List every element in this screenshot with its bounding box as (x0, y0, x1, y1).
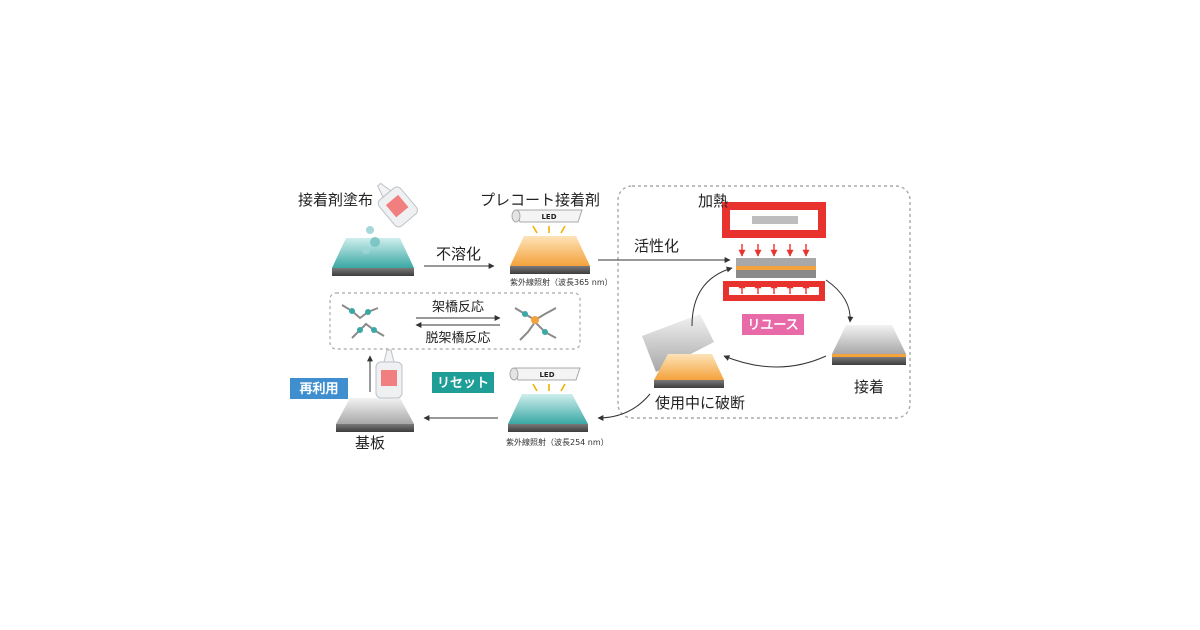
reset-tag (432, 372, 494, 393)
label-decrosslink: 脱架橋反応 (425, 331, 490, 346)
broken-plate (642, 314, 724, 388)
label-activate: 活性化 (634, 237, 679, 255)
coated-plate (332, 226, 414, 276)
label-uv-365: 紫外線照射（波長365 nm） (510, 277, 613, 287)
crosslinked-molecule-icon (514, 307, 557, 341)
glue-bottle-icon (376, 182, 418, 228)
label-heating: 加熱 (698, 192, 728, 210)
recycle-tag (290, 378, 348, 399)
heater-bottom (723, 281, 825, 301)
cycle-arrow-left (691, 266, 733, 327)
substrate-plate (336, 398, 414, 432)
label-substrate: 基板 (355, 434, 385, 452)
reset-tag-label: リセット (437, 376, 489, 391)
label-precoat-adhesive: プレコート接着剤 (480, 191, 600, 209)
arrow-break-to-reset (597, 393, 651, 421)
label-apply-adhesive: 接着剤塗布 (298, 191, 373, 209)
reuse-cycle-panel (617, 185, 911, 419)
label-insolubilize: 不溶化 (436, 245, 481, 263)
reuse-tag (742, 314, 804, 335)
led-lamp-icon (511, 209, 583, 223)
recycle-tag-label: 再利用 (299, 381, 338, 397)
label-break-in-use: 使用中に破断 (655, 394, 745, 412)
label-uv-254: 紫外線照射（波長254 nm） (506, 437, 609, 447)
chain-molecule-icon (341, 304, 385, 339)
label-led-bottom: LED (539, 371, 554, 379)
led-lamp-bottom-icon (509, 367, 581, 381)
label-led-top: LED (541, 213, 556, 221)
heater-top (722, 202, 826, 238)
glue-bottle-upright-icon (375, 349, 403, 399)
label-bond: 接着 (854, 378, 884, 396)
precoat-plate (510, 225, 590, 274)
bonded-sample-stack (736, 258, 816, 278)
cycle-arrow-bottom (723, 355, 827, 368)
cycle-arrow-right (825, 279, 854, 323)
label-crosslink: 架橋反応 (432, 300, 484, 315)
bond-plate (832, 325, 906, 365)
reuse-tag-label: リユース (747, 318, 798, 333)
reset-plate (508, 383, 588, 432)
